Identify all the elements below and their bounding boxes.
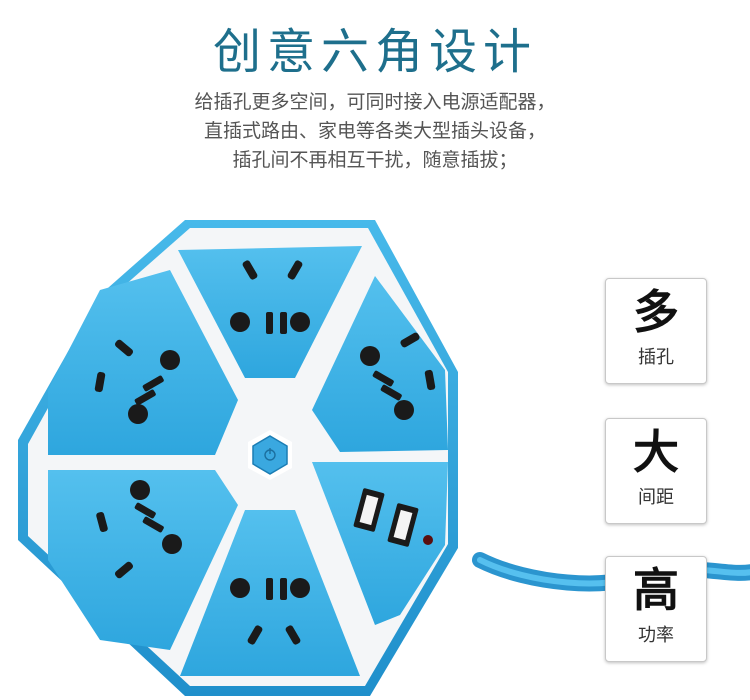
indicator-light-icon [423,535,433,545]
outlet-right-top [312,276,448,452]
feature-card-large-spacing: 大 间距 [605,418,707,524]
feature-big-text: 高 [633,563,679,617]
socket-holes-left-bottom [96,480,182,579]
usb-port-icon [353,488,419,547]
feature-small-text: 插孔 [638,347,674,368]
outlet-left-top [48,270,238,455]
outlet-right-bottom [312,462,448,625]
description-line: 给插孔更多空间，可同时接入电源适配器， [194,91,556,113]
outlet-left-bottom [48,470,238,650]
feature-card-more-outlets: 多 插孔 [605,278,707,384]
socket-holes-bottom [230,578,310,645]
power-button-icon [248,430,292,480]
feature-small-text: 功率 [638,625,674,646]
socket-holes-top [230,260,310,334]
description-line: 插孔间不再相互干扰，随意插拔； [232,149,518,171]
feature-card-high-power: 高 功率 [605,556,707,662]
page-title: 创意六角设计 [212,24,537,80]
feature-small-text: 间距 [638,487,674,508]
description: 给插孔更多空间，可同时接入电源适配器， 直插式路由、家电等各类大型插头设备， 插… [0,88,750,175]
feature-big-text: 大 [633,425,679,479]
feature-big-text: 多 [633,285,679,339]
power-strip-image [18,220,750,696]
socket-holes-right-top [360,332,436,420]
description-line: 直插式路由、家电等各类大型插头设备， [203,120,546,142]
socket-holes-left-top [94,339,180,424]
